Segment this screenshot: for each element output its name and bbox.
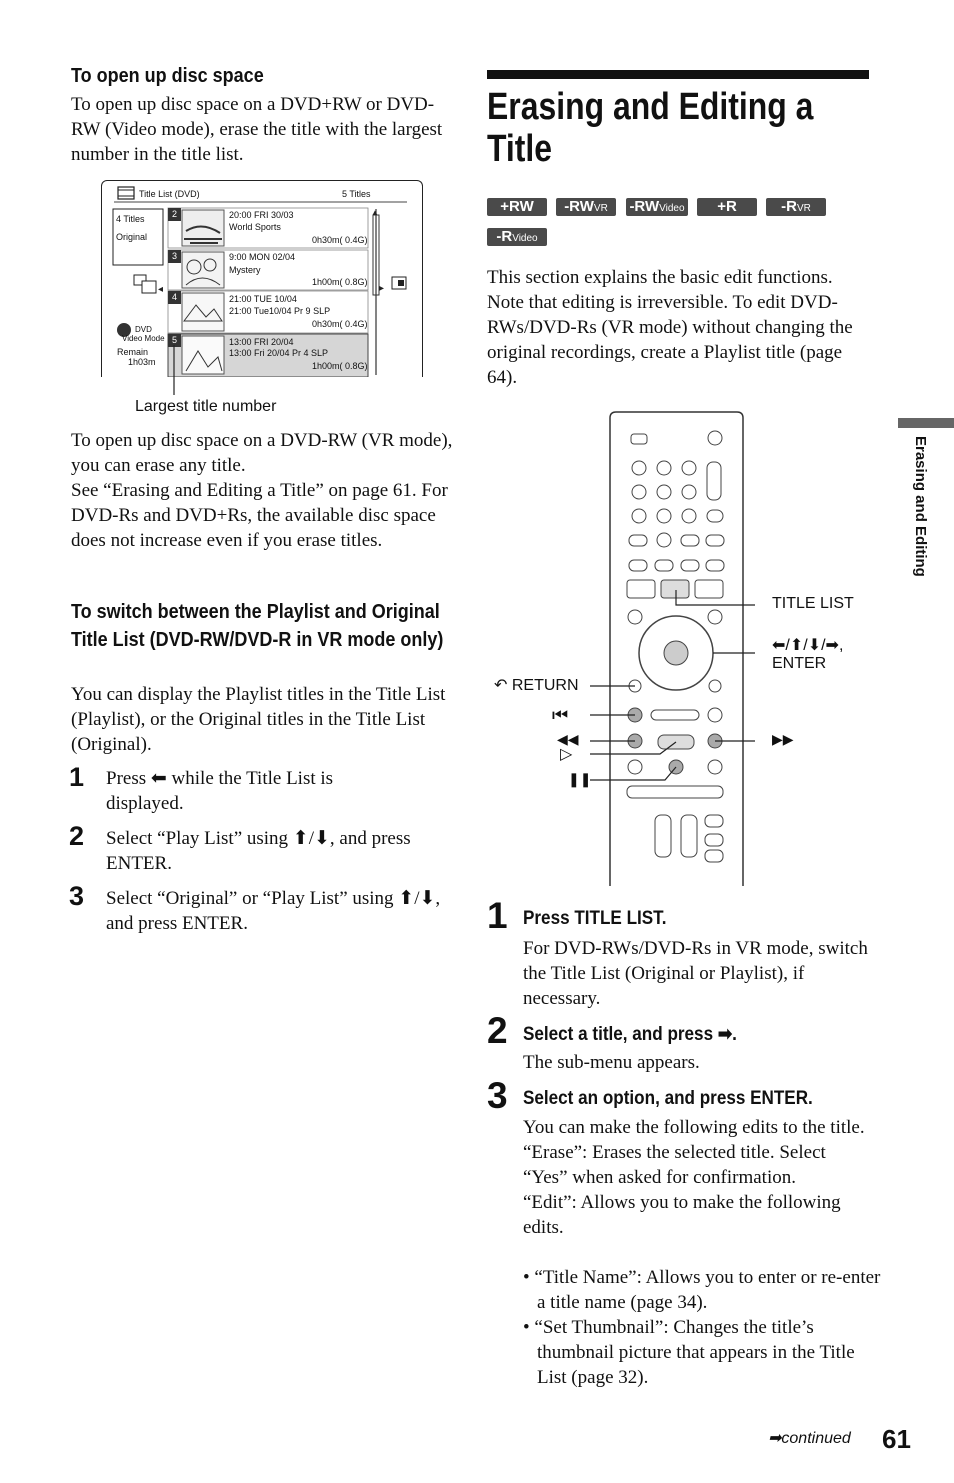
- left-step-number: 2: [69, 821, 85, 851]
- svg-text:◂: ◂: [158, 284, 163, 295]
- row-line1: 13:00 FRI 20/04: [229, 337, 294, 347]
- badge-main: -R: [781, 198, 797, 215]
- svg-text:▸: ▸: [379, 283, 384, 294]
- title-list-label: TITLE LIST: [772, 595, 854, 612]
- row-line3: 1h00m( 0.8G): [312, 361, 368, 371]
- format-badge-plus-rw: +RW: [487, 198, 547, 216]
- remote-control: [590, 411, 755, 886]
- side-tab-label: Erasing and Editing: [912, 436, 929, 577]
- left-step-number: 1: [69, 762, 85, 792]
- open-disc-space-para-2: To open up disc space on a DVD-RW (VR mo…: [71, 430, 453, 551]
- play-icon: ▷: [560, 746, 573, 763]
- badge-main: +R: [717, 198, 737, 215]
- enter-label: ENTER: [772, 655, 827, 672]
- page-number: 61: [882, 1424, 911, 1454]
- badge-main: -RW: [629, 198, 660, 215]
- screen-count: 5 Titles: [342, 189, 371, 199]
- row-num: 4: [172, 292, 178, 302]
- largest-title-caption: Largest title number: [135, 398, 277, 415]
- badge-sub: VR: [796, 203, 811, 214]
- edit-option-bullet: • “Title Name”: Allows you to enter or r…: [523, 1267, 881, 1313]
- row-num: 5: [172, 335, 178, 345]
- left-step-number: 3: [69, 881, 85, 911]
- right-step-heading: Select a title, and press ➡.: [523, 1024, 737, 1045]
- fast-forward-icon: ▶▶: [772, 731, 794, 747]
- screen-disc-mode: Video Mode: [122, 334, 165, 343]
- badge-main: -R: [496, 228, 513, 245]
- format-badge-minus-r-video: -RVideo: [487, 228, 547, 246]
- row-line1: 9:00 MON 02/04: [229, 252, 296, 262]
- page-title: Erasing and Editing a Title: [487, 86, 814, 170]
- return-label: ↶ RETURN: [494, 675, 579, 695]
- badge-sub: Video: [512, 233, 538, 244]
- title-rule: [487, 70, 869, 79]
- row-num: 2: [172, 209, 178, 219]
- row-line1: 20:00 FRI 30/03: [229, 210, 294, 220]
- row-line3: 1h00m( 0.8G): [312, 277, 368, 287]
- format-badge-minus-r-vr: -RVR: [766, 198, 826, 216]
- right-step-body: The sub-menu appears.: [523, 1052, 700, 1073]
- row-line3: 0h30m( 0.4G): [312, 235, 368, 245]
- row-line3: 0h30m( 0.4G): [312, 319, 368, 329]
- badge-sub: Video: [659, 203, 685, 214]
- title-list-graphics: ◂ ▲ ▸: [112, 186, 407, 377]
- right-step-body: You can make the following edits to the …: [523, 1117, 865, 1238]
- row-line2: 21:00 Tue10/04 Pr 9 SLP: [229, 306, 331, 316]
- svg-text:▲: ▲: [371, 208, 379, 217]
- right-step-number: 2: [487, 1010, 508, 1051]
- row-line2: World Sports: [229, 222, 281, 232]
- left-step-text: Select “Original” or “Play List” using ⬆…: [106, 888, 441, 934]
- switch-list-heading: To switch between the Playlist and Origi…: [71, 601, 444, 651]
- screen-title: Title List (DVD): [139, 189, 200, 199]
- screen-side-titles: 4 Titles: [116, 214, 145, 224]
- format-badge-minus-rw-vr: -RWVR: [556, 198, 616, 216]
- row-num: 3: [172, 251, 178, 261]
- return-text: RETURN: [511, 677, 579, 694]
- arrows-label: ⬅/⬆/⬇/➡,: [772, 637, 844, 654]
- badge-main: -RW: [564, 198, 594, 215]
- screen-disc-label: DVD: [135, 325, 152, 334]
- edit-option-bullet: • “Set Thumbnail”: Changes the title’s t…: [523, 1317, 855, 1388]
- left-step-text: Press ⬅ while the Title List is displaye…: [106, 768, 334, 814]
- screen-remain-value: 1h03m: [128, 357, 156, 367]
- continued-arrow-icon: ➡: [768, 1430, 782, 1447]
- return-arrow-icon: ↶: [494, 677, 512, 694]
- open-disc-space-heading: To open up disc space: [71, 65, 264, 87]
- right-step-number: 1: [487, 895, 508, 936]
- format-badge-plus-r: +R: [697, 198, 757, 216]
- pause-icon: ❚❚: [568, 771, 592, 787]
- switch-list-para: You can display the Playlist titles in t…: [71, 684, 446, 755]
- right-step-body: For DVD-RWs/DVD-Rs in VR mode, switch th…: [523, 938, 868, 1009]
- continued-note: ➡continued: [768, 1428, 851, 1448]
- screen-side-mode: Original: [116, 232, 148, 242]
- intro-para: This section explains the basic edit fun…: [487, 267, 853, 388]
- rewind-icon: ◀◀: [557, 731, 579, 747]
- right-step-heading: Press TITLE LIST.: [523, 908, 667, 929]
- format-badge-minus-rw-video: -RWVideo: [626, 198, 688, 216]
- right-step-heading: Select an option, and press ENTER.: [523, 1088, 813, 1109]
- right-step-number: 3: [487, 1075, 508, 1116]
- side-tab-bar: [898, 418, 954, 428]
- prev-icon: ⏮: [552, 705, 569, 725]
- row-line1: 21:00 TUE 10/04: [229, 294, 297, 304]
- title-list-screen: ◂ ▲ ▸ Title List (DVD) 5 Titles 4 Titles…: [101, 180, 423, 377]
- continued-text: continued: [781, 1430, 851, 1447]
- row-line2: Mystery: [229, 265, 261, 275]
- left-step-text: Select “Play List” using ⬆/⬇, and press …: [106, 828, 411, 874]
- caption-leader-line: [173, 345, 175, 395]
- badge-main: +RW: [500, 198, 534, 215]
- row-line2: 13:00 Fri 20/04 Pr 4 SLP: [229, 348, 329, 358]
- screen-remain-label: Remain: [117, 347, 149, 357]
- open-disc-space-para: To open up disc space on a DVD+RW or DVD…: [71, 94, 443, 165]
- badge-sub: VR: [593, 203, 608, 214]
